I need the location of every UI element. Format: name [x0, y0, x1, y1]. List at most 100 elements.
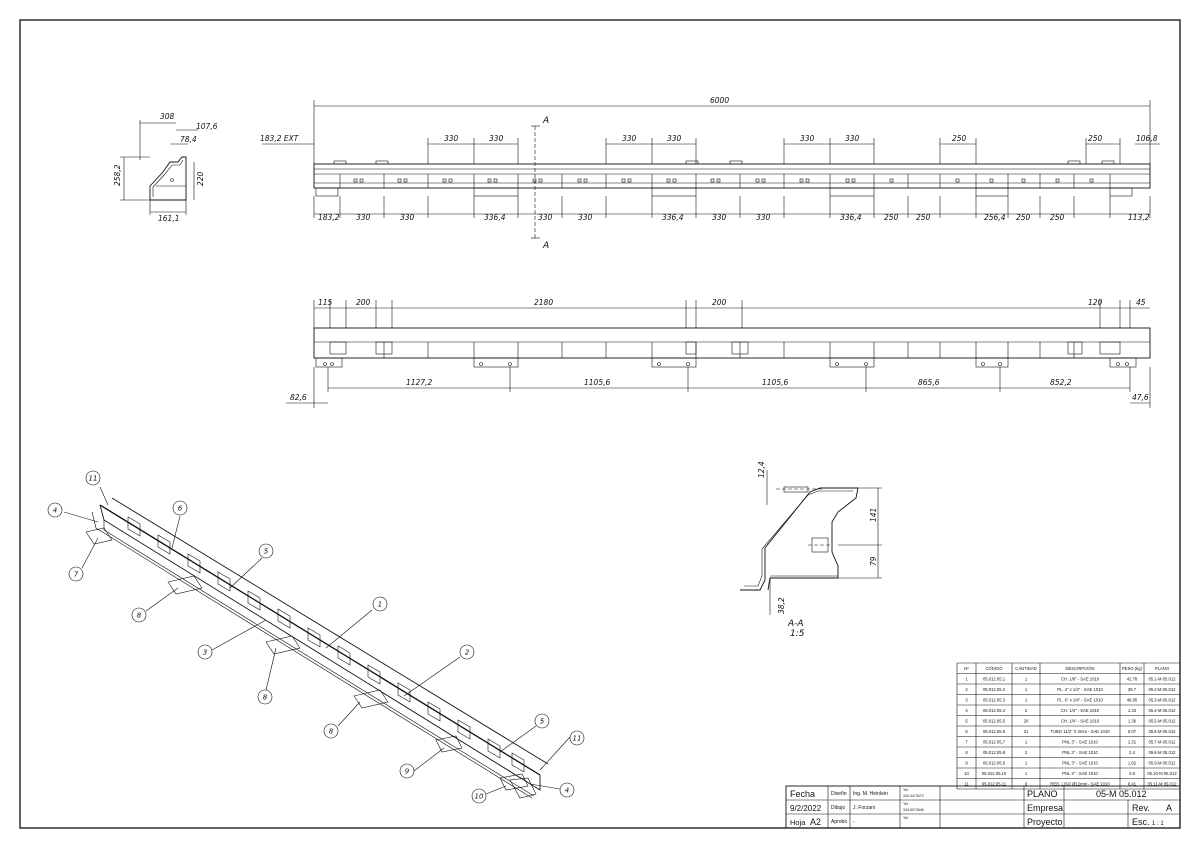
svg-text:250: 250 — [916, 213, 931, 222]
bom-cell: 05.012.05.4 — [983, 708, 1006, 713]
dim-82-6: 82,6 — [290, 393, 307, 402]
bom-cell: 05.3-M 05.012 — [1148, 698, 1176, 703]
bom-cell: 05.012.05.3 — [983, 698, 1006, 703]
dim-852-2: 852,2 — [1050, 378, 1072, 387]
proyecto-label: Proyecto — [1027, 817, 1063, 827]
dim-258-2: 258,2 — [113, 164, 122, 186]
balloon-1: 1 — [378, 601, 382, 609]
dim-right-end: 106,8 — [1136, 134, 1158, 143]
bom-cell: 05.7-M 05.012 — [1148, 740, 1176, 745]
svg-text:250: 250 — [952, 134, 967, 143]
bom-cell: PL. 6" x 1/4" - SAE 1010 — [1057, 698, 1103, 703]
bom-cell: 1 — [1025, 761, 1028, 766]
title-block: Fecha 9/2/2022 Hoja A2 Diseño Dibujo Apr… — [785, 785, 1181, 829]
tel-label-1: Tel: — [903, 788, 908, 792]
svg-text:336,4: 336,4 — [840, 213, 862, 222]
diseno-label: Diseño — [831, 791, 847, 797]
bom-cell: CH. 1/4" - SAE 1010 — [1061, 708, 1100, 713]
dim-total-6000: 6000 — [710, 96, 729, 105]
bom-header-cell: PESO (kg) — [1122, 666, 1143, 671]
rev-label: Rev. — [1132, 803, 1150, 813]
balloon-11: 11 — [89, 475, 98, 483]
balloon-5: 5 — [264, 548, 269, 556]
dim-161-1: 161,1 — [158, 214, 179, 223]
svg-text:330: 330 — [756, 213, 771, 222]
bom-header-cell: DESCRIPCIÓN — [1065, 666, 1094, 671]
bom-cell: 05.012.05.1 — [983, 677, 1006, 682]
bom-cell: 7 — [965, 740, 968, 745]
svg-text:330: 330 — [400, 213, 415, 222]
bom-cell: 1 — [965, 677, 968, 682]
bom-cell: 05.5-M 05.012 — [1148, 719, 1176, 724]
dim-79: 79 — [869, 556, 878, 566]
svg-text:256,4: 256,4 — [984, 213, 1006, 222]
bom-cell: 05.012.05.10 — [982, 771, 1007, 776]
bom-cell: 05.4-M 05.012 — [1148, 708, 1176, 713]
dim-12-4: 12,4 — [757, 461, 766, 478]
dim-38-2: 38,2 — [777, 597, 786, 614]
dim-120: 120 — [1088, 298, 1103, 307]
hoja-value: A2 — [810, 817, 821, 827]
bom-cell: 05.11-M 05.012 — [1147, 782, 1177, 787]
dim-308: 308 — [160, 112, 175, 121]
bom-cell: PNL 3" - SAE 1010 — [1062, 771, 1098, 776]
svg-text:250: 250 — [1088, 134, 1103, 143]
balloon-4b: 4 — [565, 787, 569, 795]
balloon-7: 7 — [74, 571, 79, 579]
top-bolt-holes — [353, 178, 1094, 183]
balloon-6: 6 — [178, 505, 183, 513]
bom-cell: 1.36 — [1128, 719, 1137, 724]
svg-text:330: 330 — [578, 213, 593, 222]
disenador: Ing. M. Heinlein — [853, 791, 888, 797]
section-mark-bottom: A — [542, 241, 549, 251]
plano-value: 05-M 05.012 — [1096, 789, 1147, 799]
section-mark-top: A — [542, 116, 549, 126]
bom-cell: 42.78 — [1127, 677, 1138, 682]
balloon-11b: 11 — [573, 735, 582, 743]
dim-115: 115 — [318, 298, 333, 307]
bom-cell: 9 — [965, 761, 968, 766]
bom-header-cell: CÓDIGO — [986, 666, 1004, 671]
balloon-5b: 5 — [540, 718, 545, 726]
dim-left-ext: 183,2 EXT — [260, 134, 300, 143]
balloon-9: 9 — [405, 768, 410, 776]
bom-cell: 05.10-M 05.012 — [1147, 771, 1177, 776]
empresa-label: Empresa — [1027, 803, 1063, 813]
bom-cell: RED. LISO Ø12mm - SAE 1010 — [1050, 782, 1110, 787]
bom-cell: 8 — [965, 750, 968, 755]
top-lower-dims: 183,2 330 330 336,4 330 330 336,4 330 33… — [318, 213, 1150, 222]
dim-47-6: 47,6 — [1132, 393, 1149, 402]
plano-label: PLANO — [1027, 789, 1058, 799]
bom-cell: 05.8-M 05.012 — [1148, 750, 1176, 755]
bom-cell: CH. 1/8" - SAE 1010 — [1061, 677, 1100, 682]
bom-cell: 5 — [965, 719, 968, 724]
bom-cell: 2 — [1025, 708, 1028, 713]
balloon-10: 10 — [475, 793, 484, 801]
bom-cell: 6 — [1025, 782, 1028, 787]
bom-cell: PNL 3" - SAE 1010 — [1062, 740, 1098, 745]
dim-200b: 200 — [712, 298, 727, 307]
hoja-label: Hoja — [790, 818, 806, 827]
bom-cell: 3 — [965, 698, 968, 703]
svg-text:113,2: 113,2 — [1128, 213, 1150, 222]
svg-text:250: 250 — [1016, 213, 1031, 222]
svg-text:330: 330 — [800, 134, 815, 143]
dim-220: 220 — [196, 171, 205, 186]
bom-cell: 10 — [964, 771, 969, 776]
fecha-value: 9/2/2022 — [790, 804, 822, 813]
dim-141: 141 — [869, 508, 878, 522]
dim-1105-6b: 1105,6 — [762, 378, 788, 387]
top-bays — [339, 174, 1111, 188]
bom-cell: 3 — [1025, 750, 1028, 755]
svg-text:330: 330 — [845, 134, 860, 143]
top-view: 6000 183,2 EXT 106,8 330 330 330 330 330… — [260, 96, 1160, 251]
fecha-label: Fecha — [790, 789, 815, 799]
bom-cell: 6 — [965, 729, 968, 734]
profile-view: 308 107,6 78,4 258,2 220 161,1 — [113, 112, 218, 223]
bom-cell: 46.05 — [1127, 698, 1138, 703]
bom-cell: 1 — [1025, 687, 1028, 692]
bom-cell: 1 — [1025, 677, 1028, 682]
rev-value: A — [1166, 803, 1172, 813]
balloons: 11 4 6 7 5 8 1 3 8 2 8 5 11 9 10 4 — [47, 470, 585, 804]
